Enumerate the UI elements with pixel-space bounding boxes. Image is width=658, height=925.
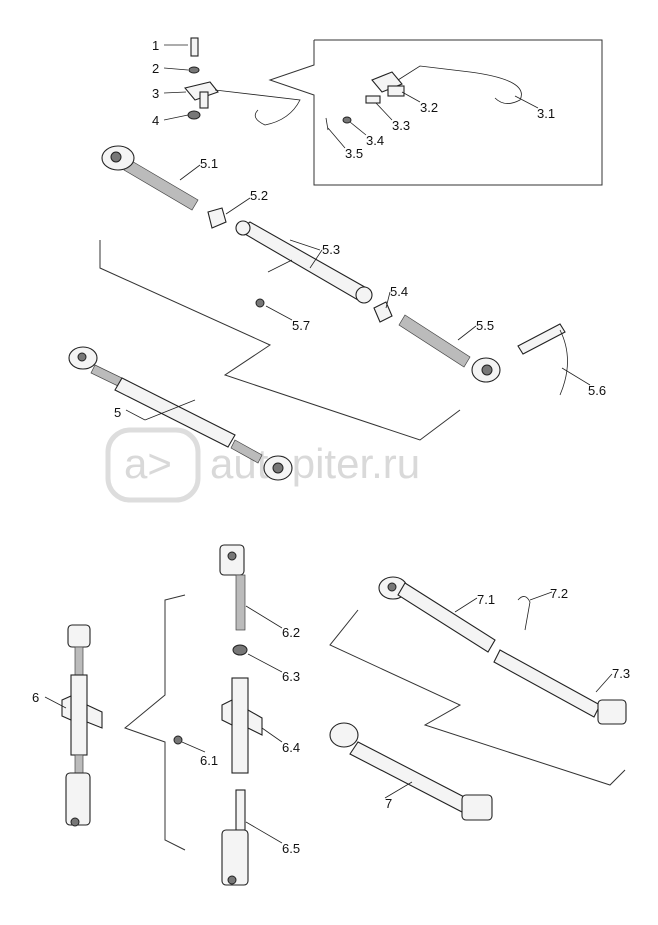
label-5-2: 5.2 (250, 188, 268, 203)
label-5-5: 5.5 (476, 318, 494, 333)
bracket-line-5 (99, 240, 461, 441)
label-3-5: 3.5 (345, 146, 363, 161)
label-3-4: 3.4 (366, 133, 384, 148)
part-top-link-exploded (101, 145, 568, 396)
label-7-1: 7.1 (477, 592, 495, 607)
part-lift-rod-assembled (61, 624, 103, 827)
label-6-5: 6.5 (282, 841, 300, 856)
label-3: 3 (152, 86, 159, 101)
label-5-3: 5.3 (322, 242, 340, 257)
label-5-4: 5.4 (390, 284, 408, 299)
label-3-1: 3.1 (537, 106, 555, 121)
label-1: 1 (152, 38, 159, 53)
label-6-2: 6.2 (282, 625, 300, 640)
label-6-1: 6.1 (200, 753, 218, 768)
label-6: 6 (32, 690, 39, 705)
label-5: 5 (114, 405, 121, 420)
part-bracket-assembly (184, 37, 301, 126)
label-3-2: 3.2 (420, 100, 438, 115)
part-lift-rod-exploded (173, 544, 263, 886)
label-5-6: 5.6 (588, 383, 606, 398)
label-4: 4 (152, 113, 159, 128)
part-telescopic-link (329, 576, 627, 821)
bracket-line-6 (123, 594, 186, 851)
label-2: 2 (152, 61, 159, 76)
bracket-line-7 (329, 609, 626, 786)
label-3-3: 3.3 (392, 118, 410, 133)
leader-lines (44, 44, 613, 844)
label-5-1: 5.1 (200, 156, 218, 171)
label-6-3: 6.3 (282, 669, 300, 684)
callout-labels: 1 2 3 4 3.1 3.2 3.3 3.4 3.5 5.1 5.2 5.3 … (32, 38, 630, 856)
label-5-7: 5.7 (292, 318, 310, 333)
watermark-logo-icon: a> (124, 440, 172, 487)
label-7: 7 (385, 796, 392, 811)
part-bracket-detail (325, 65, 522, 131)
label-7-3: 7.3 (612, 666, 630, 681)
detail-box-3 (268, 39, 603, 186)
part-top-link-assembled (68, 346, 293, 481)
label-7-2: 7.2 (550, 586, 568, 601)
label-6-4: 6.4 (282, 740, 300, 755)
